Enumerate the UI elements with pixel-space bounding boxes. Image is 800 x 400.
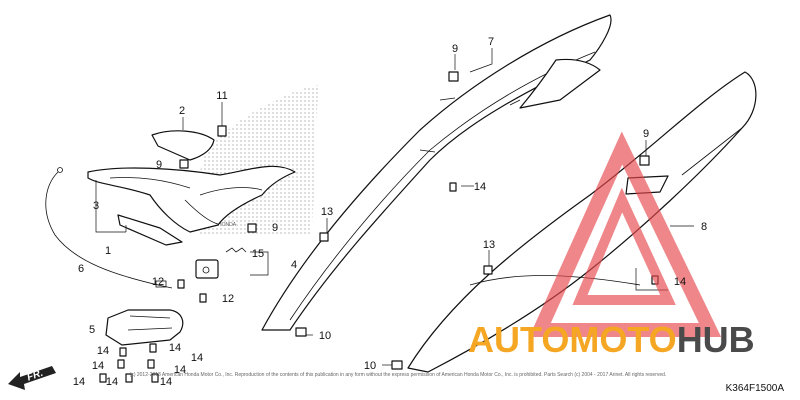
part-cover-2 bbox=[151, 130, 215, 161]
part-strip-1 bbox=[117, 214, 183, 246]
label-10-a: 10 bbox=[319, 330, 331, 342]
part-cable-6 bbox=[45, 167, 173, 289]
label-2: 2 bbox=[179, 105, 185, 117]
watermark-part-hub: HUB bbox=[677, 319, 755, 360]
part-inner-tray bbox=[87, 165, 296, 233]
part-labels: 1 2 3 4 5 6 7 8 9 9 9 9 10 10 11 12 12 1… bbox=[73, 36, 707, 388]
label-15: 15 bbox=[252, 248, 264, 260]
label-13-b: 13 bbox=[483, 239, 495, 251]
part-side-cover-7 bbox=[261, 14, 612, 331]
label-1: 1 bbox=[105, 245, 111, 257]
label-9-b: 9 bbox=[643, 128, 649, 140]
label-13-a: 13 bbox=[321, 206, 333, 218]
label-7: 7 bbox=[488, 36, 494, 48]
label-8: 8 bbox=[701, 221, 707, 233]
label-12-a: 12 bbox=[152, 276, 164, 288]
label-14-a: 14 bbox=[474, 181, 486, 193]
label-14-d: 14 bbox=[169, 342, 181, 354]
watermark-part-auto: AUTO bbox=[468, 319, 569, 360]
part-bracket-5 bbox=[105, 309, 184, 346]
watermark-triangle-outer bbox=[529, 131, 722, 337]
label-14-c: 14 bbox=[97, 345, 109, 357]
label-14-i: 14 bbox=[106, 376, 118, 388]
label-12-b: 12 bbox=[222, 293, 234, 305]
watermark-part-moto: MOTO bbox=[569, 319, 676, 360]
watermark-triangle-inner bbox=[572, 187, 676, 305]
label-11: 11 bbox=[216, 90, 227, 102]
label-14-g: 14 bbox=[73, 376, 85, 388]
label-9-a: 9 bbox=[452, 43, 458, 55]
front-direction-arrow: FR. bbox=[8, 366, 56, 390]
label-3: 3 bbox=[93, 200, 99, 212]
label-9-d: 9 bbox=[272, 222, 278, 234]
leader-lines bbox=[95, 48, 694, 366]
label-14-b: 14 bbox=[674, 276, 686, 288]
direction-label: FR. bbox=[26, 368, 45, 384]
fasteners bbox=[99, 71, 659, 383]
label-9-c: 9 bbox=[156, 159, 162, 171]
label-14-h: 14 bbox=[174, 364, 186, 376]
diagram-code: K364F1500A bbox=[726, 383, 785, 394]
label-5: 5 bbox=[89, 324, 95, 336]
watermark-triangle bbox=[529, 131, 722, 337]
part-latch-assy bbox=[195, 247, 247, 279]
label-14-j: 14 bbox=[160, 376, 172, 388]
copyright-text: (c) 2012-2013 American Honda Motor Co., … bbox=[130, 372, 667, 378]
label-4: 4 bbox=[291, 259, 297, 271]
watermark-text: AUTOMOTOHUB bbox=[468, 319, 755, 360]
label-10-b: 10 bbox=[364, 360, 376, 372]
label-14-e: 14 bbox=[92, 360, 104, 372]
label-14-f: 14 bbox=[191, 352, 203, 364]
label-6: 6 bbox=[78, 263, 84, 275]
emblem-text: HONDA bbox=[218, 222, 237, 228]
